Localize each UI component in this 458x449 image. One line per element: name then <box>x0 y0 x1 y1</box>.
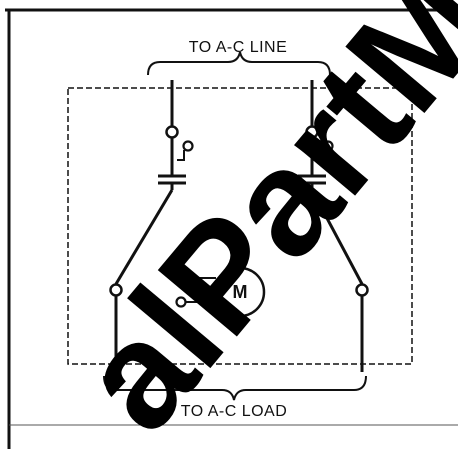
top-label: TO A-C LINE <box>189 39 288 56</box>
left-relay-branch <box>114 80 186 372</box>
right-relay-branch <box>298 80 364 372</box>
top-brace <box>147 51 331 76</box>
bottom-label: TO A-C LOAD <box>181 403 288 420</box>
left-aux-lead <box>177 150 185 161</box>
left-aux-terminal <box>182 140 194 152</box>
right-aux-lead <box>317 150 325 161</box>
bottom-brace <box>103 375 367 401</box>
motor-symbol <box>214 266 266 318</box>
right-aux-terminal <box>322 140 334 152</box>
watermark: alPartM <box>46 0 458 449</box>
right-lower-terminal <box>355 283 369 297</box>
right-upper-terminal <box>305 125 319 139</box>
left-lower-terminal <box>109 283 123 297</box>
outer-frame <box>5 8 458 449</box>
motor-leads <box>186 277 216 303</box>
motor-lead-terminal-lower <box>175 296 187 308</box>
motor-lead-terminal-upper <box>175 272 187 284</box>
dashed-enclosure <box>67 87 413 365</box>
left-upper-terminal <box>165 125 179 139</box>
watermark-text: alPartM <box>46 0 458 449</box>
motor-label: M <box>233 282 248 302</box>
